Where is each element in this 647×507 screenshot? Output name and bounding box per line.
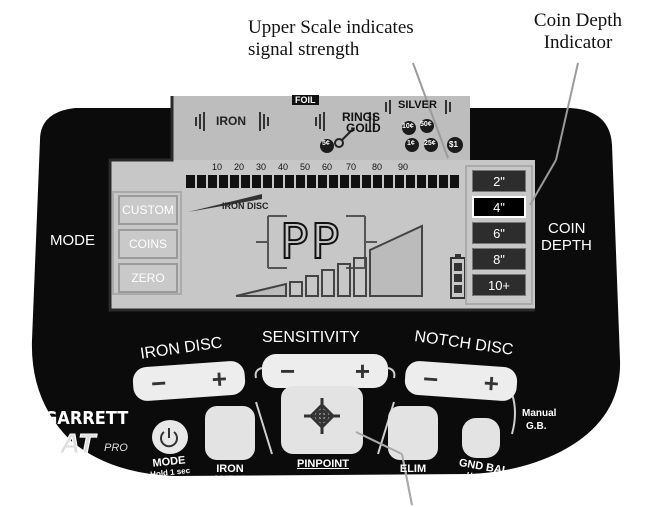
depth-6: 6" bbox=[472, 222, 526, 244]
sensitivity-minus-button[interactable]: − bbox=[280, 356, 296, 386]
mode-coins: COINS bbox=[118, 229, 178, 259]
depth-10-plus: 10+ bbox=[472, 274, 526, 296]
scale-tick-10: 10 bbox=[212, 162, 223, 172]
at-logo: AT bbox=[59, 428, 96, 460]
upper-scale-callout-line1: Upper Scale indicates bbox=[248, 17, 414, 38]
power-mode-button[interactable] bbox=[152, 420, 188, 454]
sensitivity-adjuster: − + bbox=[262, 354, 388, 388]
scale-tick-50: 50 bbox=[300, 162, 311, 172]
scale-tick-90: 90 bbox=[398, 162, 409, 172]
mode-custom: CUSTOM bbox=[118, 195, 178, 225]
coin-1-label: 1¢ bbox=[407, 140, 415, 147]
iron-audio-label: IRON AUDIO bbox=[200, 464, 260, 486]
depth-2: 2" bbox=[472, 170, 526, 192]
coin-50-label: 50¢ bbox=[420, 121, 432, 128]
key-icon bbox=[334, 127, 355, 148]
sensitivity-plus-button[interactable]: + bbox=[354, 356, 370, 386]
coin-depth-pointer-upper bbox=[529, 159, 557, 206]
gold-label: GOLD bbox=[346, 121, 381, 135]
scale-tick-40: 40 bbox=[278, 162, 289, 172]
coin-depth-pointer-lower bbox=[555, 62, 579, 161]
silver-label: SILVER bbox=[398, 99, 437, 111]
coin-depth-callout-line1: Coin Depth bbox=[533, 10, 623, 31]
mode-zero: ZERO bbox=[118, 263, 178, 293]
pinpoint-label: PINPOINT bbox=[297, 458, 349, 470]
coin-25-label: 25¢ bbox=[424, 140, 436, 147]
target-id-marks bbox=[195, 100, 451, 131]
upper-scale-callout-line2: signal strength bbox=[248, 39, 360, 60]
notch-disc-minus-button[interactable]: − bbox=[422, 363, 440, 395]
garrett-logo: GARRETT bbox=[44, 408, 129, 429]
elim-label: ELIM bbox=[399, 463, 427, 475]
battery-icon bbox=[450, 254, 466, 299]
coin-5-label: 5¢ bbox=[322, 140, 330, 147]
iron-audio-label-line1: IRON bbox=[216, 463, 244, 475]
manual-gb-label-line2: G.B. bbox=[526, 421, 547, 432]
iron-audio-button[interactable] bbox=[205, 406, 255, 460]
iron-disc-minus-button[interactable]: − bbox=[150, 367, 168, 399]
coin-dollar-label: $1 bbox=[449, 140, 458, 149]
pinpoint-button[interactable] bbox=[281, 386, 363, 454]
coin-depth-label-line2: DEPTH bbox=[541, 237, 592, 254]
pro-logo: PRO bbox=[104, 442, 128, 454]
coin-icons bbox=[320, 119, 463, 153]
signal-ramp bbox=[235, 224, 423, 297]
scale-tick-80: 80 bbox=[372, 162, 383, 172]
coin-depth-callout: Coin Depth Indicator bbox=[523, 10, 633, 54]
sensitivity-heading: SENSITIVITY bbox=[262, 329, 360, 346]
coin-depth-label-line1: COIN bbox=[548, 220, 586, 237]
scale-tick-60: 60 bbox=[322, 162, 333, 172]
iron-disc-lcd-label: IRON DISC bbox=[222, 201, 269, 211]
segment-bar bbox=[186, 175, 459, 188]
iron-audio-label-line2: AUDIO bbox=[212, 474, 248, 486]
coin-10-label: 10¢ bbox=[402, 123, 414, 130]
scale-tick-30: 30 bbox=[256, 162, 267, 172]
gnd-bal-button[interactable] bbox=[462, 418, 500, 458]
scale-tick-20: 20 bbox=[234, 162, 245, 172]
iron-disc-plus-button[interactable]: + bbox=[210, 363, 228, 395]
manual-gb-label-line1: Manual bbox=[522, 408, 557, 419]
depth-4-active: 4" bbox=[472, 196, 526, 218]
coin-depth-callout-line2: Indicator bbox=[543, 32, 613, 53]
scale-tick-70: 70 bbox=[346, 162, 357, 172]
iron-label: IRON bbox=[216, 114, 246, 128]
freq-adj-label: Freq Adj bbox=[302, 474, 344, 486]
notch-disc-plus-button[interactable]: + bbox=[482, 367, 500, 399]
depth-8: 8" bbox=[472, 248, 526, 270]
rings-label: RINGS bbox=[342, 110, 381, 124]
mode-panel-label: MODE bbox=[50, 232, 95, 249]
elim-button[interactable] bbox=[388, 406, 438, 460]
upper-scale-callout: Upper Scale indicates signal strength bbox=[248, 17, 414, 61]
pinpoint-digits: PP bbox=[279, 213, 342, 271]
foil-label: FOIL bbox=[292, 95, 319, 105]
upper-scale-pointer bbox=[412, 62, 449, 159]
